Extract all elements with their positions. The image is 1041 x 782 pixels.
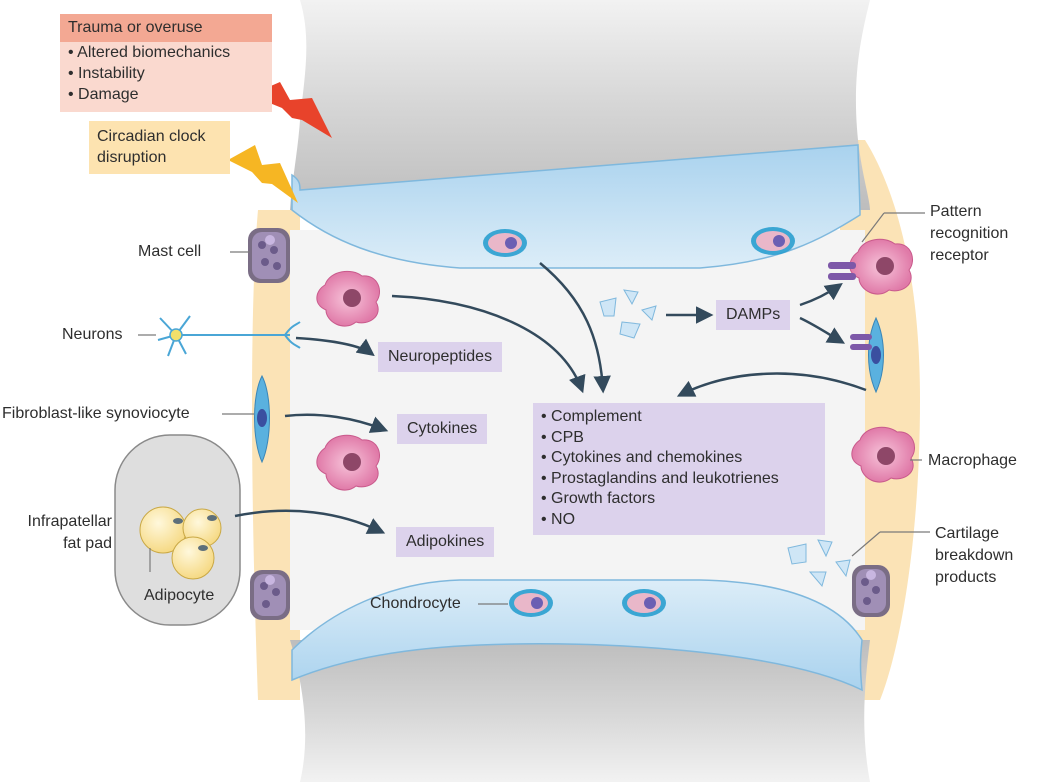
mediator-item: • NO [541, 510, 576, 528]
cartilage-fragments [787, 539, 851, 588]
mediator-item: • Growth factors [541, 490, 656, 507]
mediators-box: • Complement • CPB • Cytokines and chemo… [533, 403, 825, 535]
trauma-box: Trauma or overuse • Altered biomechanics… [60, 14, 272, 112]
circadian-line-1: Circadian clock [97, 128, 206, 145]
chondrocyte-top-2 [751, 227, 795, 255]
chondrocyte-label: Chondrocyte [370, 595, 461, 612]
chondrocyte-top-1 [483, 229, 527, 257]
pattern-label-3: receptor [930, 247, 989, 264]
macrophage-center-bottom [316, 434, 380, 491]
trauma-title: Trauma or overuse [60, 14, 272, 42]
circadian-line-2: disruption [97, 149, 167, 166]
trauma-item: • Altered biomechanics [68, 44, 231, 61]
circadian-box: Circadian clock disruption [89, 121, 230, 174]
neuropeptides-pill: Neuropeptides [378, 342, 503, 372]
circadian-lightning-icon [228, 145, 298, 203]
mediator-item: • Cytokines and chemokines [541, 449, 743, 466]
mast-cell-label: Mast cell [138, 243, 202, 260]
cartilage-label-1: Cartilage [935, 525, 1000, 542]
infrapatellar-label-2: fat pad [63, 535, 112, 552]
flow-arrows [234, 262, 867, 534]
pattern-label-1: Pattern [930, 203, 982, 220]
mast-cell-bottom [250, 570, 290, 620]
mediator-item: • CPB [541, 428, 584, 446]
mediator-item: • Prostaglandins and leukotrienes [541, 469, 779, 487]
adipocyte-label: Adipocyte [144, 587, 215, 604]
pattern-label-2: recognition [930, 225, 1009, 242]
bottom-cartilage [291, 579, 863, 692]
leader-lines [138, 212, 930, 605]
pattern-label: Pattern recognition receptor [930, 201, 1008, 267]
macrophage-center-top [316, 270, 380, 327]
cartilage-label: Cartilage breakdown products [935, 523, 1013, 589]
chondrocyte-bottom-2 [622, 589, 666, 617]
damp-fragments [599, 289, 657, 339]
neuron-body [169, 328, 183, 342]
infrapatellar-label-1: Infrapatellar [27, 513, 113, 530]
mast-cell-right [852, 565, 890, 617]
top-cartilage [291, 144, 861, 269]
adipocyte-cells [139, 506, 222, 580]
mediator-item: • Complement [541, 408, 642, 425]
macrophage-right [851, 426, 915, 483]
adipokines-pill: Adipokines [396, 527, 495, 557]
chondrocyte-bottom-1 [509, 589, 553, 617]
cartilage-label-3: products [935, 569, 997, 586]
synoviocyte-left [254, 374, 270, 464]
synoviocyte-right [850, 316, 884, 394]
macrophage-right-top [828, 238, 913, 295]
cytokines-pill: Cytokines [397, 414, 488, 444]
cartilage-label-2: breakdown [935, 547, 1014, 564]
trauma-item: • Damage [68, 86, 139, 103]
damps-pill: DAMPs [716, 300, 791, 330]
neurons-label: Neurons [62, 326, 123, 343]
mast-cell-top [248, 228, 290, 283]
fibroblast-label: Fibroblast-like synoviocyte [2, 405, 190, 422]
bottom-bone [290, 640, 870, 782]
macrophage-label: Macrophage [928, 452, 1017, 469]
trauma-item: • Instability [68, 65, 145, 82]
